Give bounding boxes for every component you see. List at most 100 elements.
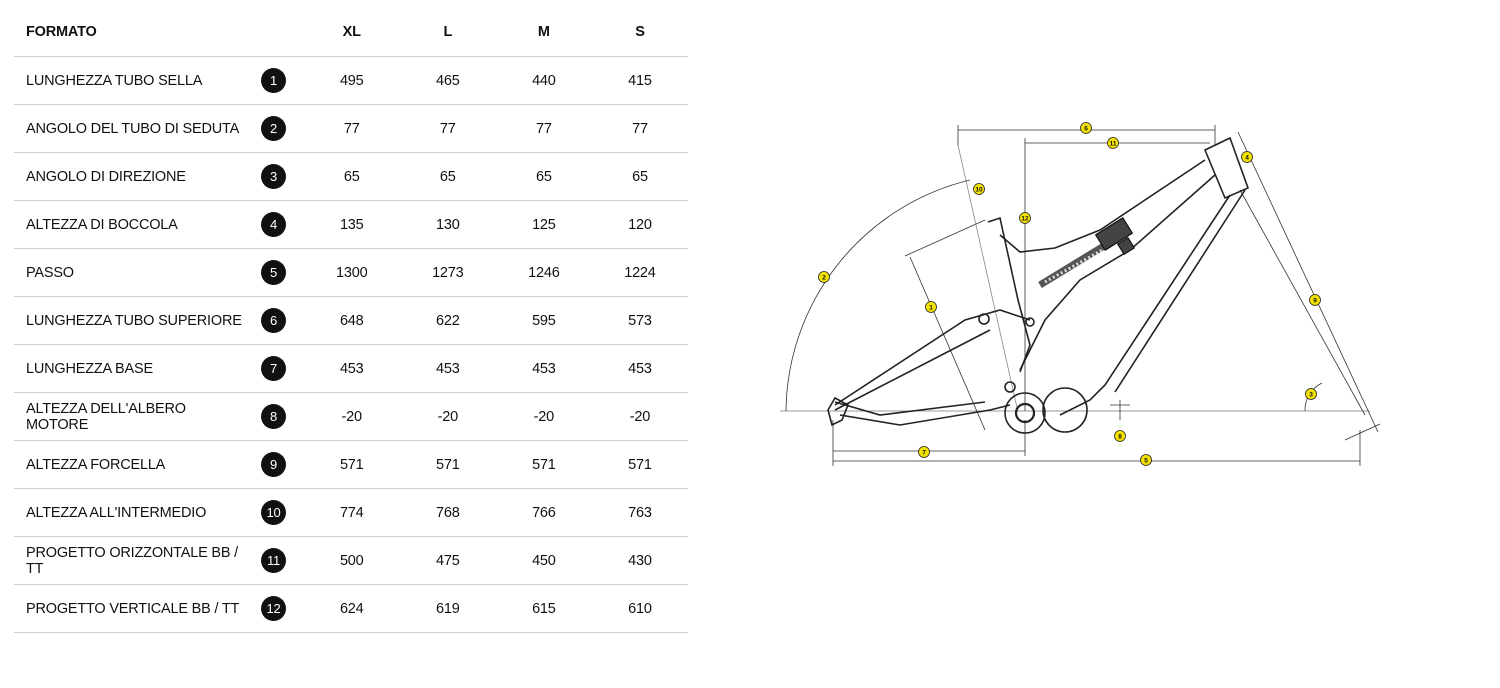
marker-circle [1309,294,1321,306]
header-size-xl: XL [303,8,400,57]
marker-circle [818,271,830,283]
value-l: 622 [399,296,496,345]
marker-label: 11 [1110,140,1117,147]
value-l: 475 [399,536,496,585]
value-xl: 135 [303,200,400,249]
value-m: 65 [495,152,592,201]
row-label: LUNGHEZZA TUBO SUPERIORE [14,296,244,345]
value-m: 595 [495,296,592,345]
marker-label: 5 [1144,457,1148,464]
value-m: 453 [495,344,592,393]
table-header-row: FORMATO XL L M S [14,8,688,57]
marker-circle [1107,137,1119,149]
row-number-badge: 7 [261,356,287,381]
value-l: 619 [399,584,496,633]
row-label: ALTEZZA FORCELLA [14,440,244,489]
value-m: -20 [495,392,592,441]
row-number-cell: 8 [243,392,304,441]
row-number-badge: 4 [261,212,287,237]
row-number-cell: 11 [243,536,304,585]
value-xl: 1300 [303,248,400,297]
diagram-marker-4: 4 [1241,151,1253,163]
marker-circle [1080,122,1092,134]
row-label: ANGOLO DEL TUBO DI SEDUTA [14,104,244,153]
value-s: -20 [591,392,688,441]
value-s: 1224 [591,248,688,297]
diagram-marker-10: 10 [973,183,985,195]
value-l: 1273 [399,248,496,297]
marker-label: 4 [1245,154,1249,161]
marker-circle [925,301,937,313]
frame-outline [827,136,1250,434]
diagram-marker-7: 7 [918,446,930,458]
marker-circle [1140,454,1152,466]
row-label: ALTEZZA ALL'INTERMEDIO [14,488,244,537]
value-xl: 648 [303,296,400,345]
value-xl: 624 [303,584,400,633]
dimension-lines [780,125,1381,466]
marker-circle [1019,212,1031,224]
value-l: 453 [399,344,496,393]
row-label: ALTEZZA DELL'ALBERO MOTORE [14,392,244,441]
value-m: 571 [495,440,592,489]
value-m: 440 [495,56,592,105]
value-s: 415 [591,56,688,105]
row-number-cell: 10 [243,488,304,537]
row-number-badge: 1 [261,68,287,93]
row-number-badge: 11 [261,548,287,573]
row-label: PROGETTO VERTICALE BB / TT [14,584,244,633]
marker-label: 6 [1084,125,1088,132]
shock-absorber [1038,217,1136,288]
marker-label: 7 [922,449,926,456]
row-number-cell: 3 [243,152,304,201]
row-number-badge: 6 [261,308,287,333]
row-label: LUNGHEZZA BASE [14,344,244,393]
header-size-l: L [399,8,496,57]
value-xl: 774 [303,488,400,537]
value-s: 571 [591,440,688,489]
header-spacer [243,8,304,57]
value-xl: 77 [303,104,400,153]
value-l: 768 [399,488,496,537]
row-number-badge: 10 [261,500,287,525]
diagram-marker-12: 12 [1019,212,1031,224]
diagram-marker-11: 11 [1107,137,1119,149]
row-number-cell: 7 [243,344,304,393]
value-s: 430 [591,536,688,585]
marker-circle [1241,151,1253,163]
value-m: 1246 [495,248,592,297]
value-m: 125 [495,200,592,249]
row-number-cell: 12 [243,584,304,633]
marker-label: 9 [1313,297,1317,304]
value-m: 77 [495,104,592,153]
value-xl: 453 [303,344,400,393]
row-number-cell: 6 [243,296,304,345]
row-label: ANGOLO DI DIREZIONE [14,152,244,201]
diagram-marker-2: 2 [818,271,830,283]
marker-circle [1114,430,1126,442]
header-label: FORMATO [14,8,244,57]
diagram-marker-9: 9 [1309,294,1321,306]
value-xl: 500 [303,536,400,585]
value-s: 77 [591,104,688,153]
row-number-badge: 3 [261,164,287,189]
row-number-badge: 5 [261,260,287,285]
value-l: 571 [399,440,496,489]
value-s: 763 [591,488,688,537]
value-s: 453 [591,344,688,393]
value-xl: -20 [303,392,400,441]
row-number-cell: 1 [243,56,304,105]
value-l: 465 [399,56,496,105]
diagram-marker-6: 6 [1080,122,1092,134]
